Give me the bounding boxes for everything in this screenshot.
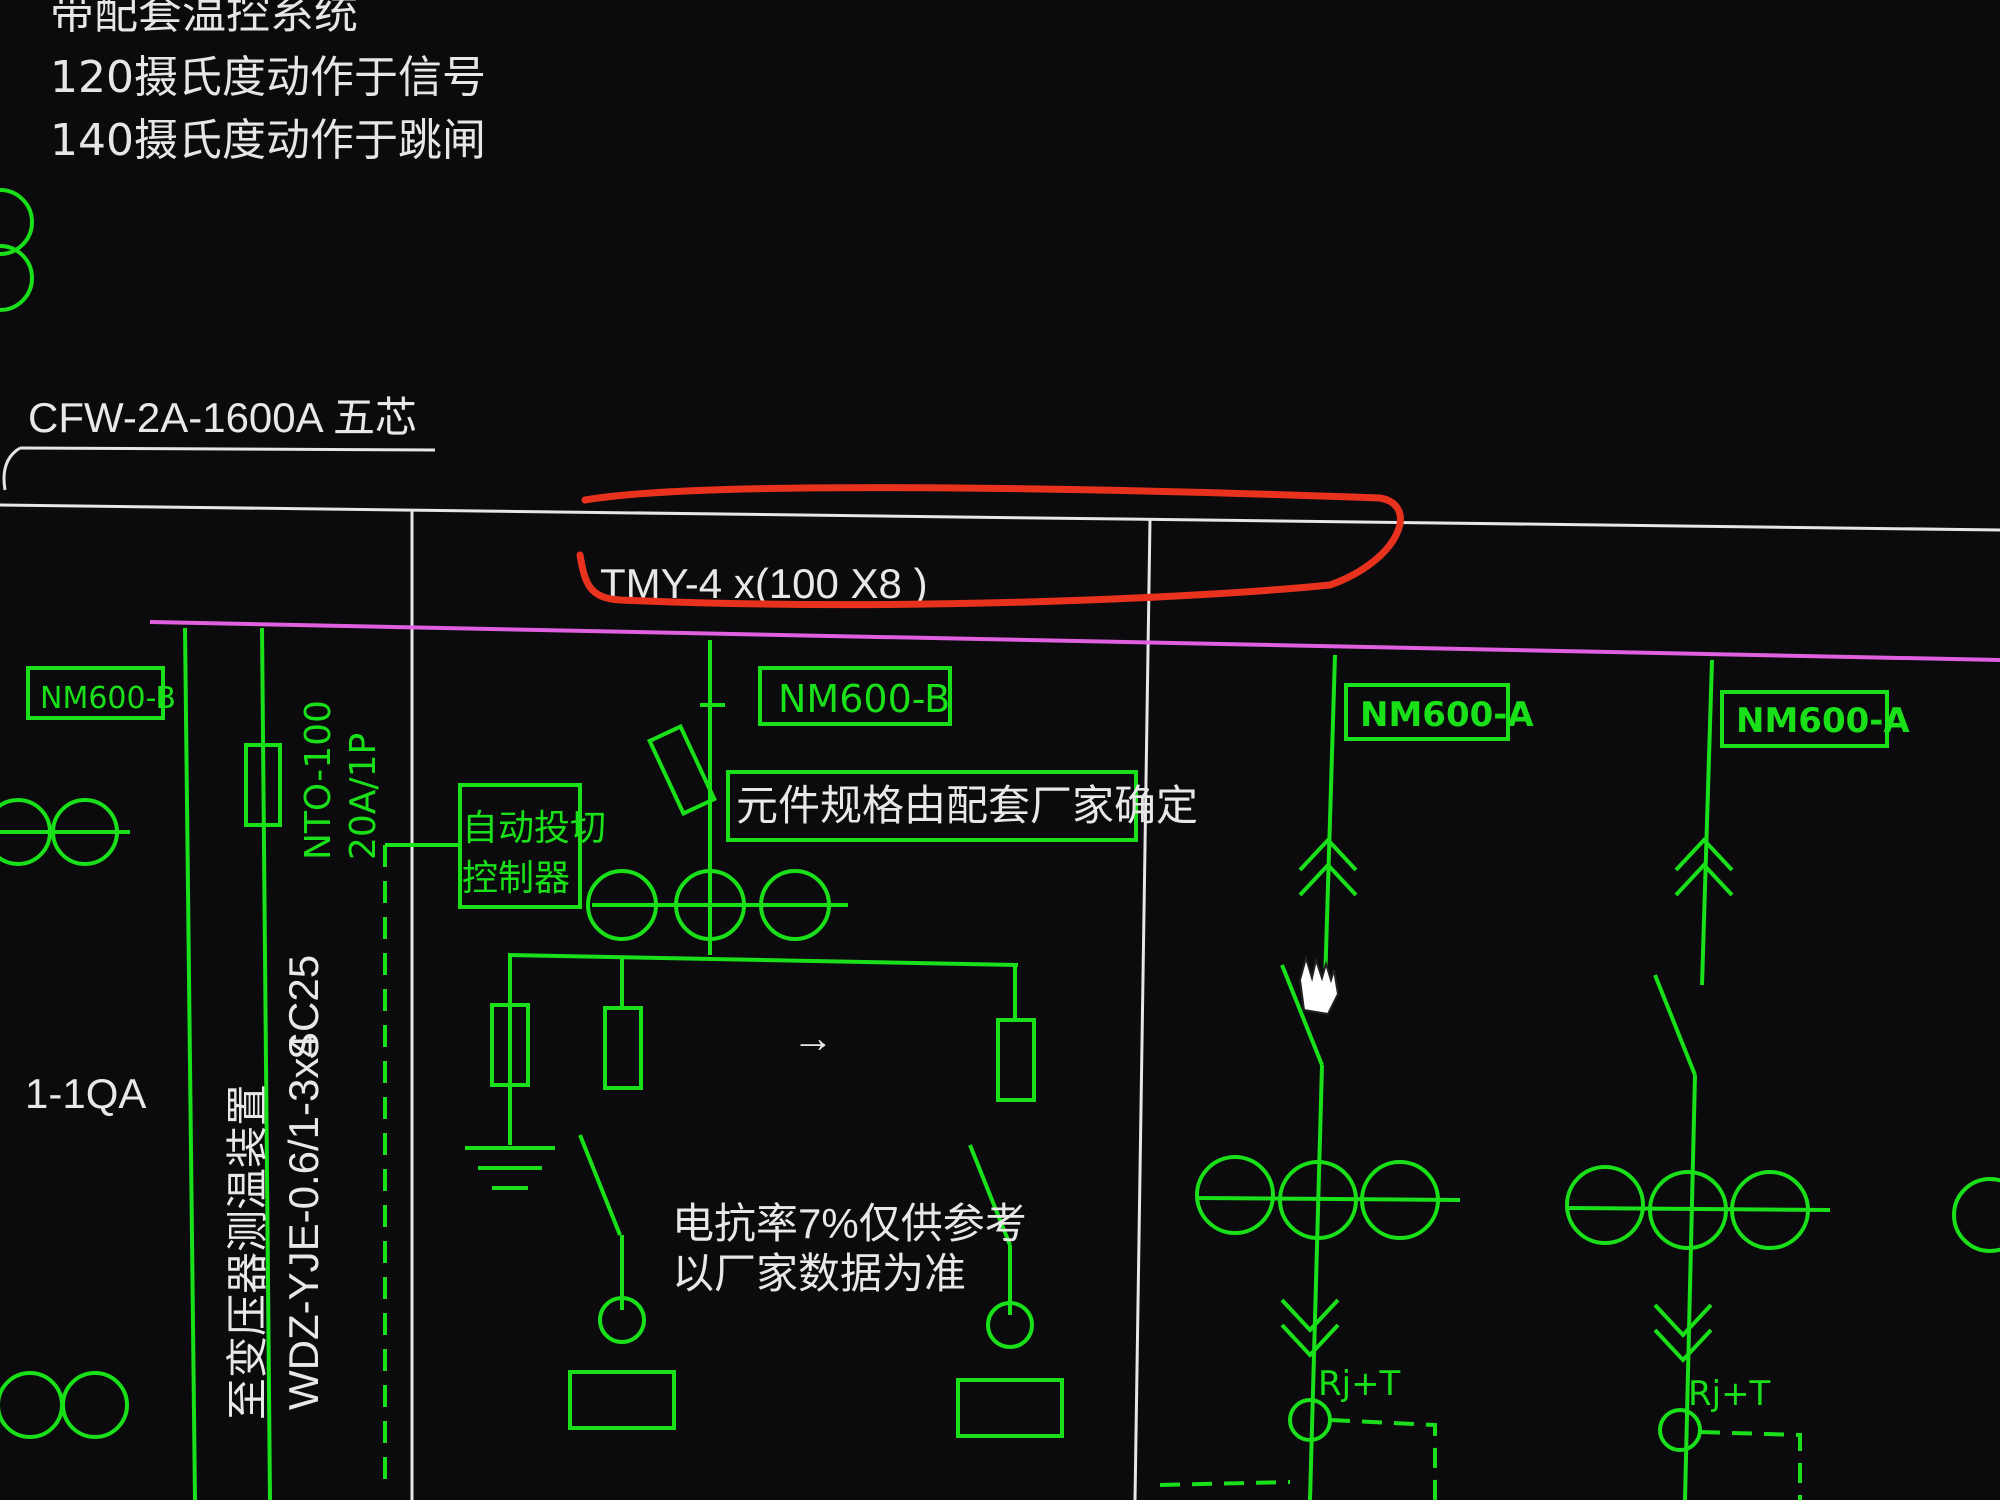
note-line-3: 140摄氏度动作于跳闸 [50,115,486,166]
middle-breaker-label: NM600-B [778,677,950,721]
branch1-fuse [603,1006,643,1090]
busway-leader [2,446,21,491]
left-destination-label: 至变压器测温装置 [224,1084,271,1420]
right1-meter-label: Rj+T [1318,1364,1401,1404]
branch1-coil [598,1296,646,1344]
left-fuse-model: NTO-100 [298,700,339,860]
right2-meter-circle [1658,1408,1702,1452]
branch1-switch [578,1134,622,1236]
left-ct-3 [0,1371,64,1439]
frame-divider-2 [1133,519,1152,1500]
reactor-note-1: 电抗率7%仅供参考 [672,1200,1027,1247]
right2-socket-symbol [1653,1303,1713,1363]
middle-arrow: → [792,1014,834,1061]
left-wire-2 [260,627,272,1500]
spec-note-text: 元件规格由配套厂家确定 [736,782,1198,829]
right1-wire [1308,1064,1324,1500]
right1-ct-1 [1195,1155,1275,1235]
left-fuse-rating: 20A/1P [343,733,384,860]
middle-panel: NM600-B 元件规格由配套厂家确定 自动投切 控制器 [458,640,1198,1438]
right1-feeder [1323,654,1337,986]
middle-distribution-bus [507,953,1019,967]
right2-meter-label: Rj+T [1688,1374,1771,1414]
hand-cursor-icon [1298,954,1340,1016]
panel-frame [0,503,2000,1500]
right-panel-2: NM600-A Rj+T [1565,659,2000,1500]
spec-note-box [726,770,1138,842]
middle-breaker-box [758,666,952,726]
red-annotation-ellipse [576,484,1404,609]
branch1-reactor [568,1370,676,1430]
auto-switch-controller-box [458,783,582,909]
left-cable-label: WDZ-YJE-0.6/1-3x4 [280,1034,327,1410]
right2-breaker-label: NM600-A [1736,701,1910,741]
right2-dashed-wire [1699,1430,1802,1500]
busway-underline [19,446,436,452]
frame-top-line [0,503,2000,532]
note-line-1: 带配套温控系统 [50,0,358,39]
left-qa-label: 1-1QA [25,1070,146,1117]
right3-ct-partial [1952,1177,2000,1253]
left-fuse [244,743,282,827]
right2-ct-1 [1565,1165,1645,1245]
right1-plug-symbol [1298,837,1358,897]
left-breaker-label: NM600-B [40,681,176,716]
surge-arrester [490,1003,530,1087]
transformer-symbol [0,188,34,312]
right2-wire [1683,1074,1697,1500]
right2-breaker-box [1720,690,1889,748]
left-ct-4 [61,1371,129,1439]
branch2-coil [986,1301,1034,1349]
right1-socket-symbol [1280,1298,1340,1358]
right-panel-1: NM600-A Rj+T [1159,654,1534,1500]
right2-switch [1653,974,1697,1076]
controller-label-2: 控制器 [462,858,570,899]
left-conduit-label: SC25 [280,955,327,1060]
right2-feeder [1700,659,1714,986]
right1-dashed-wire [1329,1418,1437,1500]
middle-fuse [647,723,717,817]
right1-switch [1280,964,1324,1066]
busway-label: CFW-2A-1600A 五芯 [28,394,417,441]
left-panel: NM600-B 1-1QA NTO-100 20A/1P WDZ-YJE-0.6… [0,627,460,1500]
reactor-note-2: 以厂家数据为准 [672,1250,966,1297]
right2-ct-axis [1567,1206,1831,1212]
branch2-switch [968,1144,1012,1246]
right1-ct-axis [1197,1196,1461,1202]
right2-plug-symbol [1674,837,1734,897]
branch2-fuse [996,1018,1036,1102]
left-breaker-box [26,666,165,720]
note-line-2: 120摄氏度动作于信号 [50,52,486,103]
notes-block: 带配套温控系统 120摄氏度动作于信号 140摄氏度动作于跳闸 [50,0,486,166]
right1-dashed-wire-2 [1159,1480,1291,1487]
controller-label-1: 自动投切 [462,808,606,849]
branch2-reactor [956,1378,1064,1438]
main-busbar-line [149,620,2000,662]
right1-breaker-label: NM600-A [1360,695,1534,735]
right1-breaker-box [1344,683,1510,741]
left-wire-1 [183,627,197,1500]
